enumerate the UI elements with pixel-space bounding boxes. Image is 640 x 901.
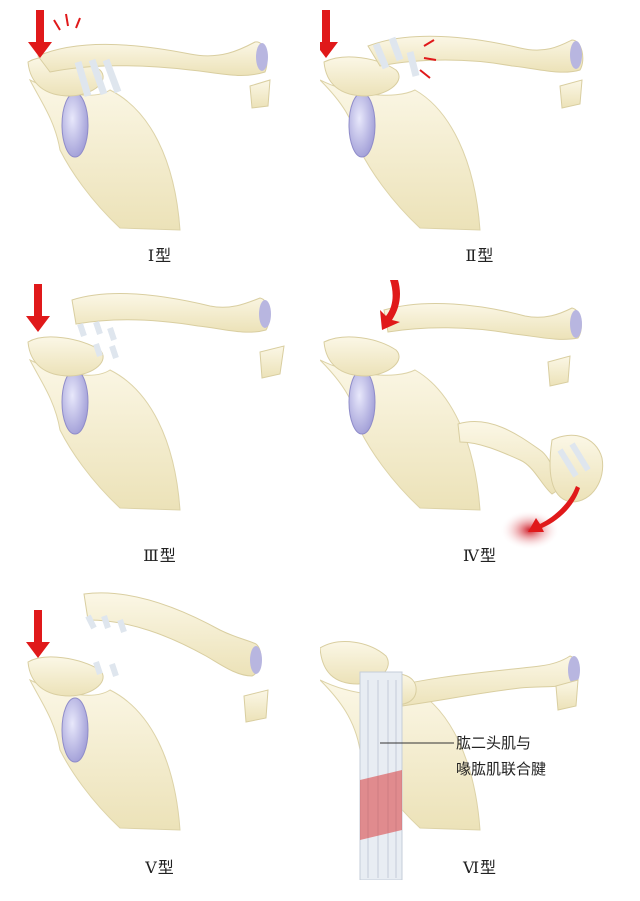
acromioclavicular-illustration-type-4: [320, 280, 604, 550]
type-label: Ⅵ型: [462, 858, 498, 877]
acromioclavicular-illustration-type-6: [320, 641, 580, 880]
tendon-annotation-line1: 肱二头肌与: [456, 734, 532, 752]
glenoid: [61, 369, 89, 435]
panel-type-4: Ⅳ型: [320, 280, 640, 580]
tendon-bleed: [360, 770, 402, 840]
acromioclavicular-illustration-type-2: [320, 10, 584, 231]
clavicle-cartilage: [570, 310, 582, 338]
glenoid: [348, 92, 376, 158]
scapula: [320, 359, 481, 511]
panel-type-5: Ⅴ型: [0, 580, 320, 880]
displacement-arrow: [528, 486, 580, 532]
impact-arrow: [380, 280, 400, 330]
impact-marks: [419, 39, 437, 79]
impact-arrow: [26, 284, 50, 332]
clavicle-cartilage: [256, 43, 268, 71]
scapula: [28, 358, 181, 511]
scapula: [320, 79, 481, 231]
ruptured-ligament: [85, 614, 127, 677]
sternal-end: [559, 79, 583, 109]
acromion: [323, 56, 400, 97]
type-label: Ⅲ型: [143, 546, 177, 565]
panel-type-2: Ⅱ型: [320, 0, 640, 300]
clavicle-cartilage: [259, 300, 271, 328]
acromion: [27, 656, 104, 697]
clavicle: [83, 592, 262, 677]
acromioclavicular-illustration-type-1: [27, 10, 271, 231]
sternal-end: [555, 679, 579, 711]
type-label: Ⅳ型: [463, 546, 497, 565]
glenoid: [61, 92, 89, 158]
sternal-end: [547, 355, 571, 387]
type-label: Ⅴ型: [145, 858, 175, 877]
scapula: [28, 678, 181, 831]
impact-arrow: [26, 610, 50, 658]
ruptured-ligament: [77, 321, 119, 359]
acromion: [27, 336, 104, 377]
tendon-annotation-line2: 喙肱肌联合腱: [456, 760, 547, 778]
clavicle: [367, 35, 584, 73]
type-label: Ⅰ型: [147, 246, 173, 265]
impact-arrow: [28, 10, 52, 58]
acromioclavicular-illustration-type-5: [26, 592, 269, 831]
torn-ligament: [372, 36, 420, 77]
clavicle-cartilage: [570, 41, 582, 69]
clavicle-cartilage: [568, 656, 580, 684]
glenoid: [348, 369, 376, 435]
sternal-end: [249, 79, 271, 109]
panel-type-6: 肱二头肌与 喙肱肌联合腱 Ⅵ型: [320, 580, 640, 880]
acromioclavicular-illustration-type-3: [26, 284, 285, 511]
type-label: Ⅱ型: [465, 246, 495, 265]
sternal-end: [259, 345, 285, 379]
clavicle-cartilage: [250, 646, 262, 674]
panel-type-1: Ⅰ型: [0, 0, 320, 300]
clavicle: [383, 302, 582, 340]
impact-arrow: [320, 10, 338, 58]
panel-type-3: Ⅲ型: [0, 280, 320, 580]
coracoclavicular-ligament: [74, 58, 122, 97]
posterior-ligament: [557, 442, 591, 478]
glenoid: [61, 697, 89, 763]
impact-marks: [53, 13, 81, 31]
clavicle: [71, 293, 270, 333]
scapula: [28, 78, 181, 231]
sternal-end: [243, 689, 269, 723]
acromion: [323, 336, 400, 377]
